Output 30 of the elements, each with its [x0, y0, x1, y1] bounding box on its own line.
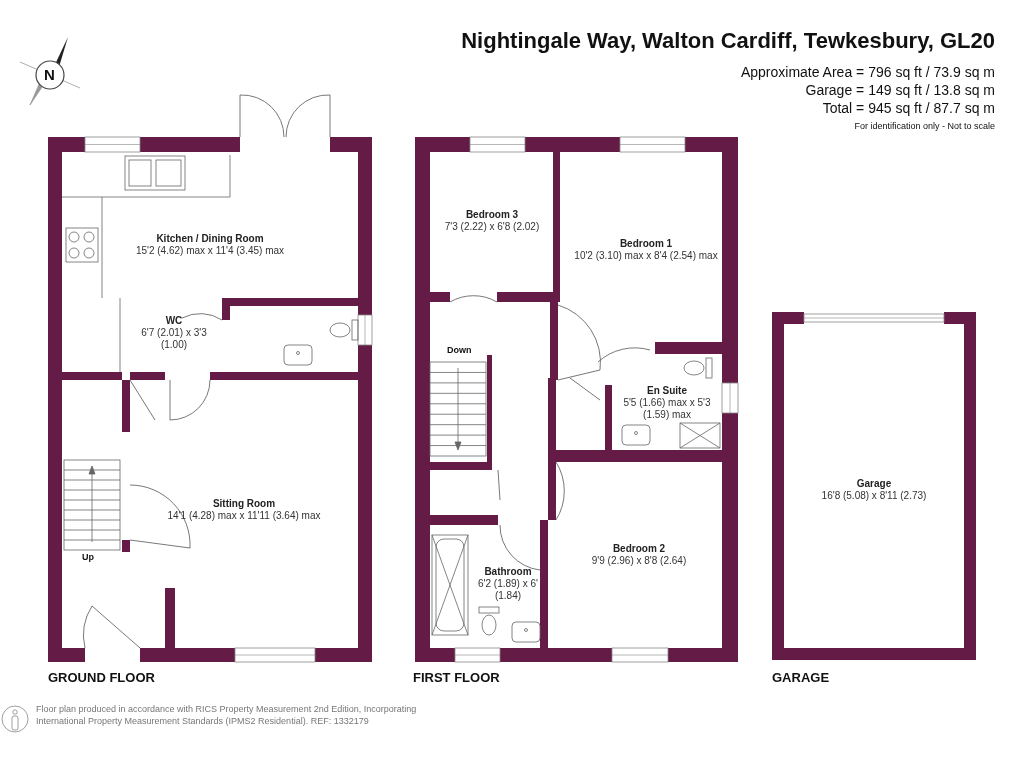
room-name: Bedroom 2 [612, 543, 666, 555]
room-name: WC [165, 314, 183, 327]
room-dimensions: 6'2 (1.89) x 6' (1.84) [477, 578, 539, 602]
title: Nightingale Way, Walton Cardiff, Tewkesbury, GL20 [461, 28, 995, 54]
area-note: Garage = 149 sq ft / 13.8 sq m [805, 82, 995, 98]
area-note: Total = 945 sq ft / 87.7 sq m [822, 100, 995, 116]
floor-label: FIRST FLOOR [413, 670, 500, 685]
room-dimensions: 9'9 (2.96) x 8'8 (2.64) [591, 555, 687, 567]
room-dimensions: 6'7 (2.01) x 3'3 (1.00) [140, 326, 208, 351]
floor-label: GARAGE [772, 670, 830, 685]
room-name: Garage [856, 478, 892, 490]
room-name: Bedroom 3 [465, 209, 519, 221]
room-dimensions: 5'5 (1.66) max x 5'3 (1.59) max [622, 397, 712, 421]
room-dimensions: 10'2 (3.10) max x 8'4 (2.54) max [574, 250, 718, 262]
room-dimensions: 7'3 (2.22) x 6'8 (2.02) [444, 221, 540, 233]
floor-label: GROUND FLOOR [48, 670, 155, 685]
room-dimensions: 15'2 (4.62) max x 11'4 (3.45) max [135, 245, 285, 257]
room-dimensions: 16'8 (5.08) x 8'11 (2.73) [821, 490, 927, 502]
area-note: Approximate Area = 796 sq ft / 73.9 sq m [740, 64, 995, 80]
room-dimensions: 14'1 (4.28) max x 11'11 (3.64) max [167, 510, 321, 522]
compass-letter: N [44, 66, 55, 83]
room-name: Bedroom 1 [619, 238, 673, 250]
room-name: Kitchen / Dining Room [156, 233, 264, 245]
room-name: En Suite [647, 385, 687, 397]
room-name: Bathroom [484, 566, 532, 578]
stair-label: Down [447, 345, 472, 355]
stair-label: Up [82, 552, 94, 562]
room-name: Sitting Room [212, 498, 276, 510]
footer-note: Floor plan produced in accordance with RICS Property Measurement 2nd Edition, Incorporating International Property Measurement Standards (IPMS2 Residential). REF: 1332179 [36, 703, 418, 727]
scale-note: For identification only - Not to scale [854, 121, 995, 131]
